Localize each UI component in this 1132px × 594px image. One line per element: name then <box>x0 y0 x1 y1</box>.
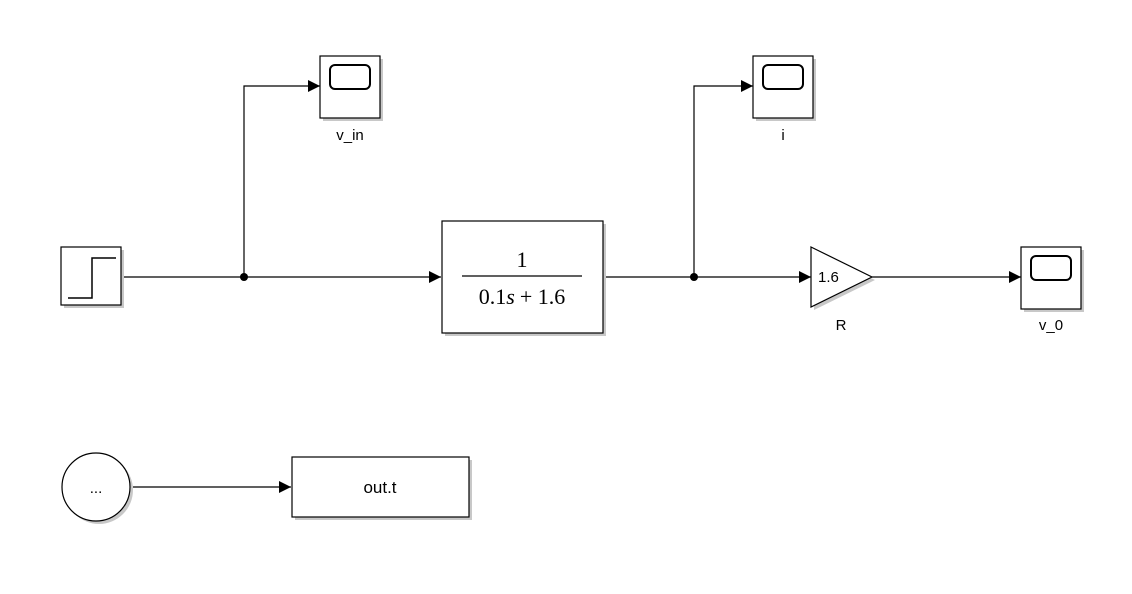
clock-text: ... <box>90 480 103 497</box>
tf-denominator: 0.1s+ 1.6 <box>479 284 565 309</box>
scope-v-0-label: v_0 <box>1039 317 1063 334</box>
branch-point <box>240 273 248 281</box>
scope-i-label: i <box>781 127 784 144</box>
scope-icon <box>762 64 804 90</box>
step-block[interactable] <box>60 246 124 308</box>
gain-value: 1.6 <box>818 269 839 286</box>
scope-v-in-label: v_in <box>336 127 364 144</box>
to-workspace-block[interactable]: out.t <box>291 456 472 520</box>
signal-branch-to-v_in[interactable] <box>243 80 320 277</box>
step-icon <box>68 257 116 299</box>
signal-lines <box>122 80 1021 493</box>
clock-block[interactable]: ... <box>61 452 133 524</box>
to-workspace-text: out.t <box>363 478 396 497</box>
gain-block[interactable]: 1.6 <box>810 246 875 310</box>
scope-v-0-block[interactable] <box>1020 246 1084 312</box>
branch-point <box>690 273 698 281</box>
scope-icon <box>329 64 371 90</box>
signal-branch-to-i[interactable] <box>693 80 753 277</box>
scope-icon <box>1030 255 1072 281</box>
tf-numerator: 1 <box>517 247 528 272</box>
gain-label: R <box>836 317 847 334</box>
scope-i-block[interactable] <box>752 55 816 121</box>
scope-v-in-block[interactable] <box>319 55 383 121</box>
transfer-fcn-block[interactable]: 1 0.1s+ 1.6 <box>441 220 606 336</box>
